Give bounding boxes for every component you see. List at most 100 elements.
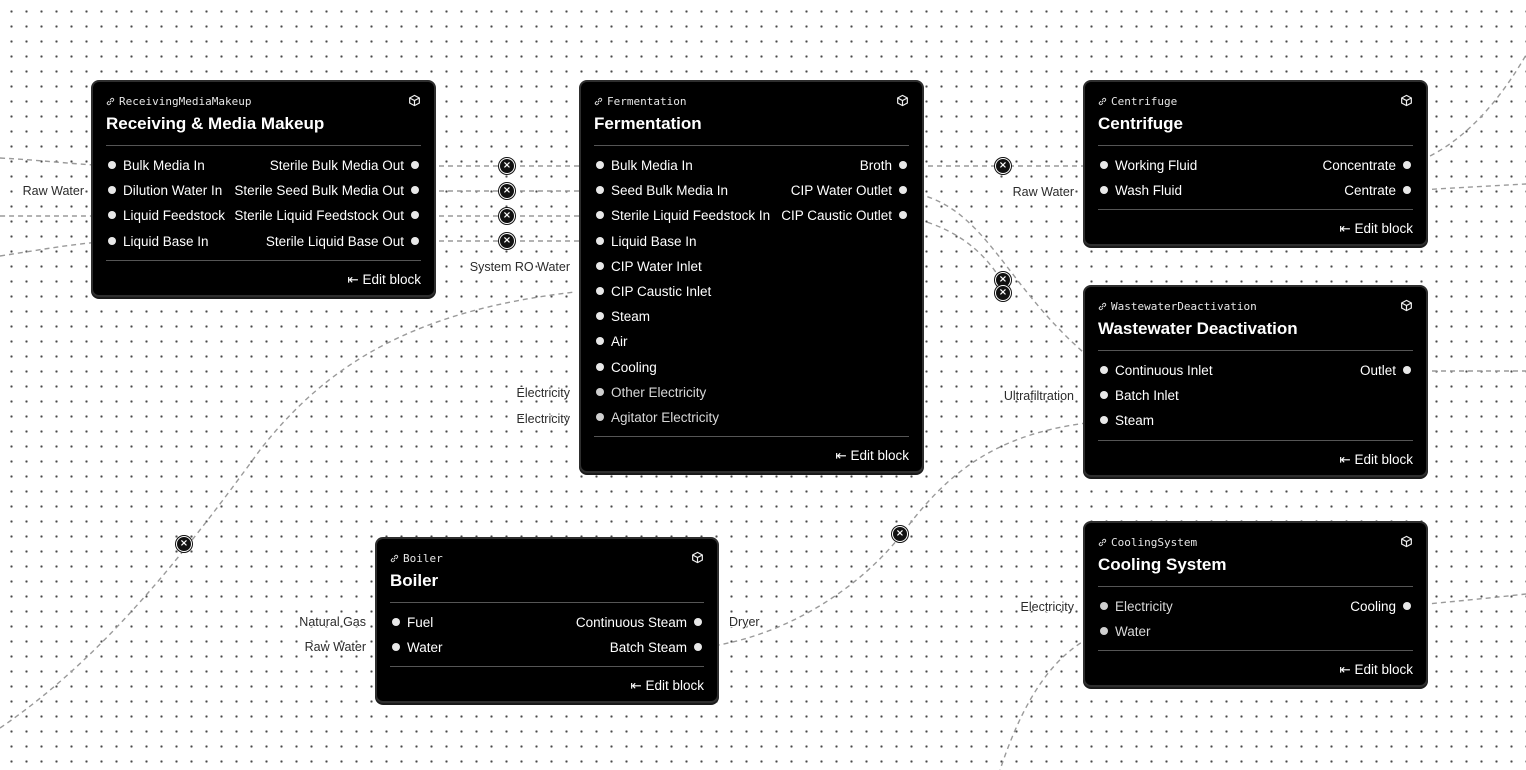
close-circle-icon[interactable]: ×: [499, 233, 515, 249]
port-handle[interactable]: [1403, 602, 1411, 610]
block-id[interactable]: Centrifuge: [1098, 94, 1413, 108]
port-handle[interactable]: [596, 286, 604, 295]
port-handle[interactable]: [108, 186, 116, 195]
input-port-electricity[interactable]: Electricity: [1098, 594, 1173, 619]
cube-icon[interactable]: [896, 94, 909, 107]
port-handle[interactable]: [411, 186, 419, 195]
port-handle[interactable]: [596, 312, 604, 321]
output-port-cip-caustic-outlet[interactable]: CIP Caustic Outlet: [781, 203, 909, 228]
port-handle[interactable]: [899, 161, 907, 169]
input-port-continuous-inlet[interactable]: Continuous Inlet: [1098, 358, 1213, 383]
port-handle[interactable]: [411, 211, 419, 220]
output-port-concentrate[interactable]: Concentrate: [1322, 153, 1413, 178]
port-handle[interactable]: [392, 643, 400, 652]
port-handle[interactable]: [1100, 161, 1108, 169]
port-handle[interactable]: [596, 261, 604, 270]
output-port-cooling[interactable]: Cooling: [1350, 594, 1413, 619]
cube-icon[interactable]: [691, 551, 704, 564]
edit-block-button[interactable]: ⇤ Edit block: [1339, 221, 1413, 236]
close-circle-icon[interactable]: ×: [892, 526, 908, 542]
input-port-cooling[interactable]: Cooling: [594, 355, 657, 380]
port-handle[interactable]: [596, 236, 604, 245]
edit-block-button[interactable]: ⇤ Edit block: [347, 272, 421, 287]
close-circle-icon[interactable]: ×: [499, 183, 515, 199]
cube-icon[interactable]: [1400, 94, 1413, 107]
port-handle[interactable]: [596, 362, 604, 371]
port-handle[interactable]: [1100, 627, 1108, 636]
port-handle[interactable]: [108, 211, 116, 220]
input-port-wash-fluid[interactable]: Wash Fluid: [1098, 178, 1182, 203]
output-port-continuous-steam[interactable]: Continuous Steam: [576, 610, 704, 635]
port-handle[interactable]: [596, 337, 604, 346]
port-handle[interactable]: [392, 618, 400, 626]
input-port-sterile-liquid-feedstock-in[interactable]: Sterile Liquid Feedstock In: [594, 203, 770, 228]
input-port-water[interactable]: Water: [1098, 619, 1151, 644]
port-handle[interactable]: [694, 643, 702, 652]
port-handle[interactable]: [899, 186, 907, 195]
edit-block-button[interactable]: ⇤ Edit block: [630, 678, 704, 693]
port-handle[interactable]: [596, 387, 604, 396]
cube-icon[interactable]: [1400, 299, 1413, 312]
port-handle[interactable]: [596, 412, 604, 421]
output-port-centrate[interactable]: Centrate: [1344, 178, 1413, 203]
edit-block-button[interactable]: ⇤ Edit block: [1339, 452, 1413, 467]
input-port-dilution-water-in[interactable]: Dilution Water In: [106, 178, 222, 203]
port-handle[interactable]: [411, 161, 419, 169]
input-port-liquid-base-in[interactable]: Liquid Base In: [594, 229, 697, 254]
input-port-liquid-feedstock[interactable]: Liquid Feedstock: [106, 203, 225, 228]
port-handle[interactable]: [596, 161, 604, 169]
block-id[interactable]: WastewaterDeactivation: [1098, 299, 1413, 313]
input-port-batch-inlet[interactable]: Batch Inlet: [1098, 383, 1179, 408]
input-port-other-electricity[interactable]: Other Electricity: [594, 380, 706, 405]
close-circle-icon[interactable]: ×: [995, 285, 1011, 301]
edit-block-button[interactable]: ⇤ Edit block: [1339, 662, 1413, 677]
block-id[interactable]: ReceivingMediaMakeup: [106, 94, 421, 108]
output-port-sterile-liquid-feedstock-out[interactable]: Sterile Liquid Feedstock Out: [234, 203, 421, 228]
port-handle[interactable]: [1100, 416, 1108, 425]
input-port-bulk-media-in[interactable]: Bulk Media In: [106, 153, 205, 178]
input-port-water[interactable]: Water: [390, 635, 443, 660]
port-handle[interactable]: [1100, 391, 1108, 400]
port-handle[interactable]: [596, 186, 604, 195]
output-port-batch-steam[interactable]: Batch Steam: [610, 635, 704, 660]
port-handle[interactable]: [1100, 186, 1108, 195]
port-handle[interactable]: [108, 236, 116, 245]
block-id[interactable]: Fermentation: [594, 94, 909, 108]
output-port-cip-water-outlet[interactable]: CIP Water Outlet: [791, 178, 909, 203]
input-port-cip-water-inlet[interactable]: CIP Water Inlet: [594, 254, 702, 279]
port-handle[interactable]: [694, 618, 702, 626]
port-handle[interactable]: [899, 211, 907, 220]
input-port-cip-caustic-inlet[interactable]: CIP Caustic Inlet: [594, 279, 711, 304]
port-handle[interactable]: [1403, 366, 1411, 374]
input-port-agitator-electricity[interactable]: Agitator Electricity: [594, 405, 719, 430]
input-port-liquid-base-in[interactable]: Liquid Base In: [106, 229, 209, 254]
output-port-sterile-liquid-base-out[interactable]: Sterile Liquid Base Out: [266, 229, 421, 254]
port-handle[interactable]: [1100, 366, 1108, 374]
input-port-steam[interactable]: Steam: [594, 304, 650, 329]
close-circle-icon[interactable]: ×: [176, 536, 192, 552]
edit-block-button[interactable]: ⇤ Edit block: [835, 448, 909, 463]
output-port-outlet[interactable]: Outlet: [1360, 358, 1413, 383]
output-port-sterile-bulk-media-out[interactable]: Sterile Bulk Media Out: [270, 153, 421, 178]
close-circle-icon[interactable]: ×: [499, 158, 515, 174]
port-handle[interactable]: [596, 211, 604, 220]
output-port-sterile-seed-bulk-media-out[interactable]: Sterile Seed Bulk Media Out: [234, 178, 421, 203]
block-id[interactable]: CoolingSystem: [1098, 535, 1413, 549]
input-port-working-fluid[interactable]: Working Fluid: [1098, 153, 1197, 178]
cube-icon[interactable]: [1400, 535, 1413, 548]
port-handle[interactable]: [1100, 602, 1108, 610]
port-handle[interactable]: [108, 161, 116, 169]
input-port-air[interactable]: Air: [594, 329, 628, 354]
port-handle[interactable]: [411, 236, 419, 245]
output-port-broth[interactable]: Broth: [860, 153, 909, 178]
port-handle[interactable]: [1403, 161, 1411, 169]
port-handle[interactable]: [1403, 186, 1411, 195]
input-port-seed-bulk-media-in[interactable]: Seed Bulk Media In: [594, 178, 728, 203]
cube-icon[interactable]: [408, 94, 421, 107]
